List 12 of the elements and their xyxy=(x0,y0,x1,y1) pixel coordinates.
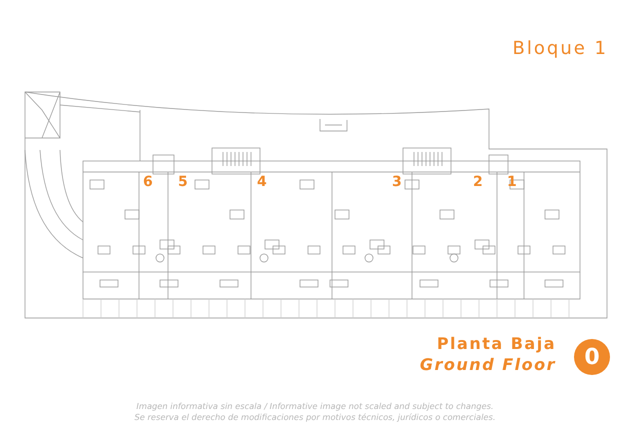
disclaimer-note: Se reserva el derecho de modificaciones por motivos técnicos, jurídicos o comerciales. xyxy=(134,413,496,422)
floor-name: Ground Floor xyxy=(420,357,556,373)
unit-number: 2 xyxy=(473,175,483,189)
title: Bloque 1 xyxy=(512,40,608,58)
unit-number: 6 xyxy=(143,175,153,189)
unit-number: 5 xyxy=(178,175,188,189)
floor-number-badge: 0 xyxy=(574,339,610,375)
disclaimer-note: Imagen informativa sin escala / Informative image not scaled and subject to changes. xyxy=(136,402,494,410)
floor-name: Planta Baja xyxy=(436,336,556,352)
unit-number: 4 xyxy=(257,175,267,189)
unit-number: 3 xyxy=(392,175,402,189)
unit-number: 1 xyxy=(507,175,517,189)
